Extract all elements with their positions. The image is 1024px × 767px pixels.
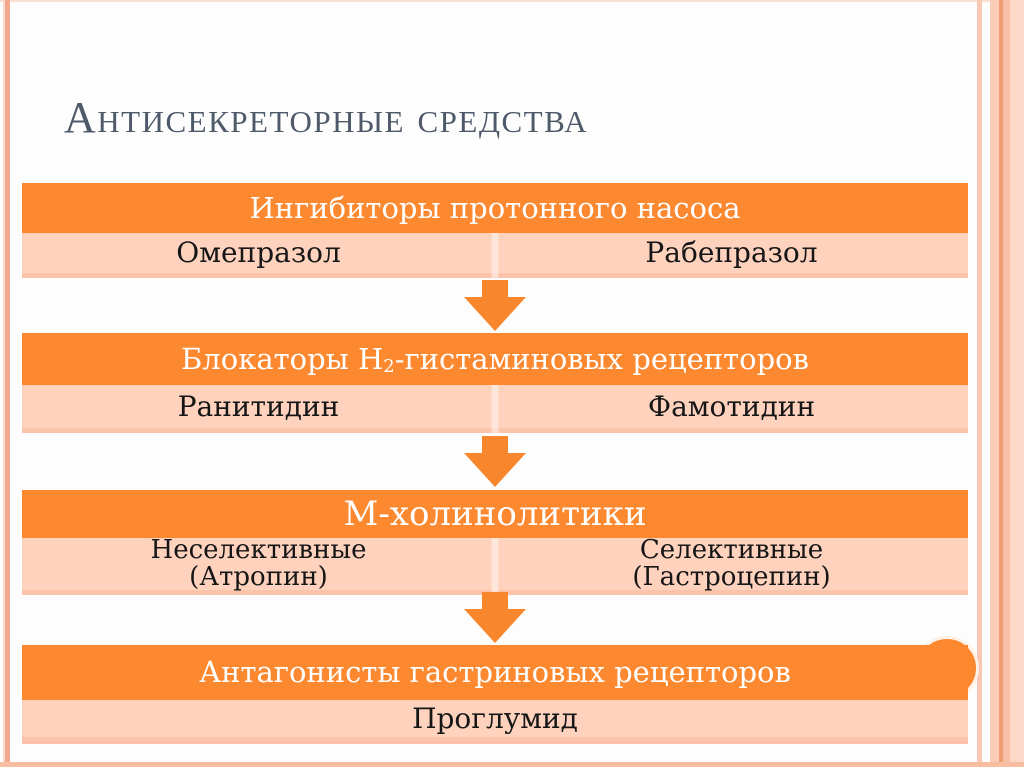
arrow-stem (482, 592, 508, 609)
drug-group-label: Неселективные (150, 535, 367, 565)
drug-name-cell: Фамотидин (647, 389, 816, 423)
drug-name-cell: Ранитидин (177, 389, 340, 423)
left-border-stripe (3, 0, 10, 767)
block3-header-m-cholinolytics: М-холинолитики (22, 490, 968, 538)
drug-name-cell: Омепразол (176, 236, 341, 269)
header-text-suffix: -гистаминовых рецепторов (394, 342, 809, 376)
arrow-head (464, 609, 526, 643)
right-border-stripe-band (990, 0, 1024, 767)
arrow-head (464, 297, 526, 331)
down-arrow-icon (464, 280, 526, 331)
drug-name-cell: Проглумид (412, 701, 578, 735)
bottom-border-line (0, 762, 1024, 767)
down-arrow-icon (464, 592, 526, 643)
header-text-prefix: Блокаторы Н (181, 342, 384, 376)
cell-divider (491, 385, 499, 433)
block4-row: Проглумид (22, 700, 968, 744)
block2-row: Ранитидин Фамотидин (22, 385, 968, 433)
block2-header-h2-histamine-blockers: Блокаторы Н2-гистаминовых рецепторов (22, 333, 968, 385)
drug-name-cell: Селективные (Гастроцепин) (495, 535, 968, 592)
arrow-stem (482, 436, 508, 453)
drug-name-cell: Рабепразол (645, 236, 818, 269)
antisecretory-drugs-diagram: Ингибиторы протонного насоса Омепразол Р… (22, 0, 979, 767)
drug-example-label: (Атропин) (189, 562, 328, 592)
block1-row: Омепразол Рабепразол (22, 233, 968, 278)
drug-example-label: (Гастроцепин) (632, 562, 831, 592)
block1-header-proton-pump-inhibitors: Ингибиторы протонного насоса (22, 183, 968, 233)
arrow-stem (482, 280, 508, 297)
right-border-stripe-thin (977, 0, 982, 767)
top-border-line (0, 0, 1024, 2)
header-subscript: 2 (383, 356, 395, 378)
drug-name-cell: Неселективные (Атропин) (22, 535, 495, 592)
cell-divider (491, 233, 499, 278)
drug-group-label: Селективные (639, 535, 824, 565)
arrow-head (464, 453, 526, 487)
page-title: Антисекреторные средства (64, 93, 589, 142)
cell-divider (491, 538, 499, 595)
block4-header-gastrin-receptor-antagonists: Антагонисты гастриновых рецепторов (22, 645, 968, 700)
down-arrow-icon (464, 436, 526, 487)
block3-row: Неселективные (Атропин) Селективные (Гас… (22, 535, 968, 595)
